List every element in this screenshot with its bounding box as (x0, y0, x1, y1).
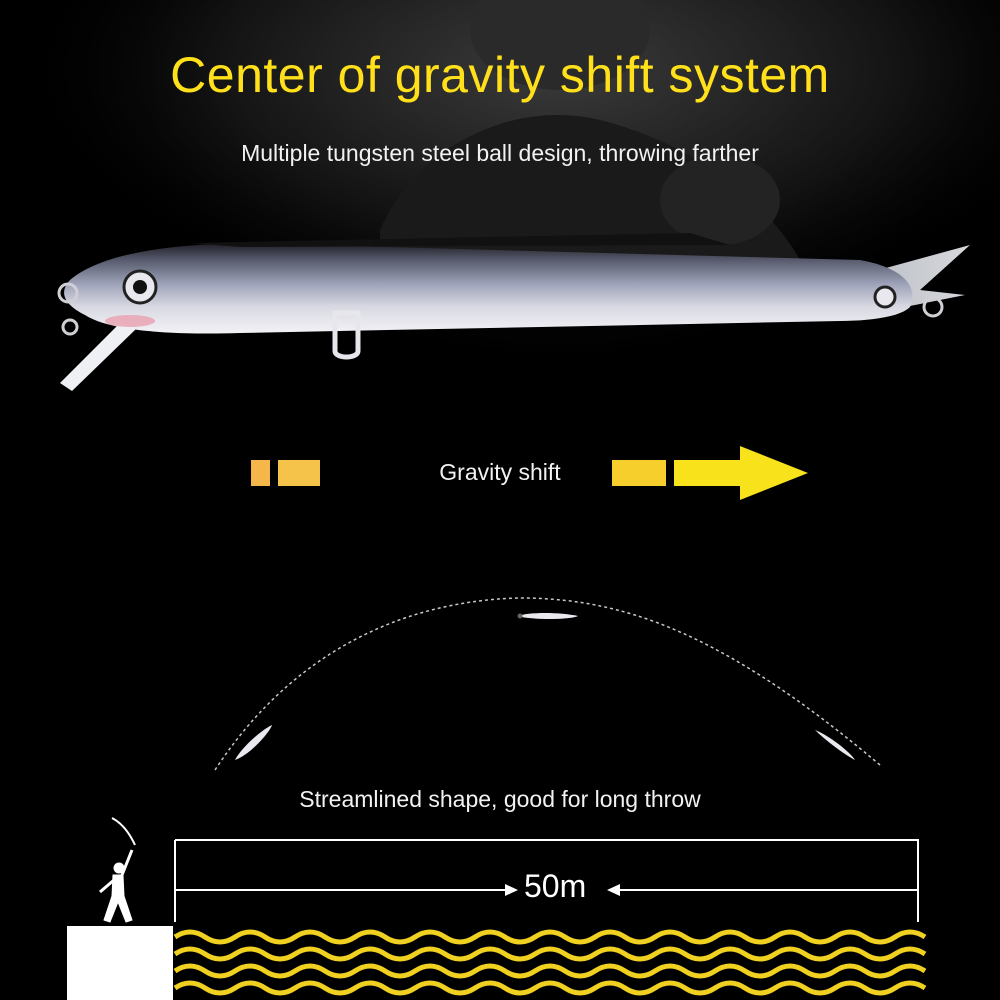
angler-silhouette-icon (99, 817, 136, 923)
headline: Center of gravity shift system (170, 47, 830, 103)
lure-right-icon (815, 730, 855, 760)
gravity-arrow-icon (251, 446, 808, 500)
gravity-shift-label: Gravity shift (439, 459, 561, 485)
water-waves-icon (173, 929, 927, 996)
lure-left-icon (235, 725, 272, 760)
bank-platform (67, 926, 173, 1000)
throw-arc-icon (214, 597, 881, 771)
angler-photo-background (0, 0, 1000, 460)
distance-diagram (67, 817, 927, 1000)
streamline-label: Streamlined shape, good for long throw (299, 786, 701, 812)
distance-label: 50m (524, 868, 587, 904)
subtitle: Multiple tungsten steel ball design, thr… (241, 140, 759, 166)
fishing-lure-icon (57, 233, 970, 391)
lure-top-icon (517, 613, 578, 619)
